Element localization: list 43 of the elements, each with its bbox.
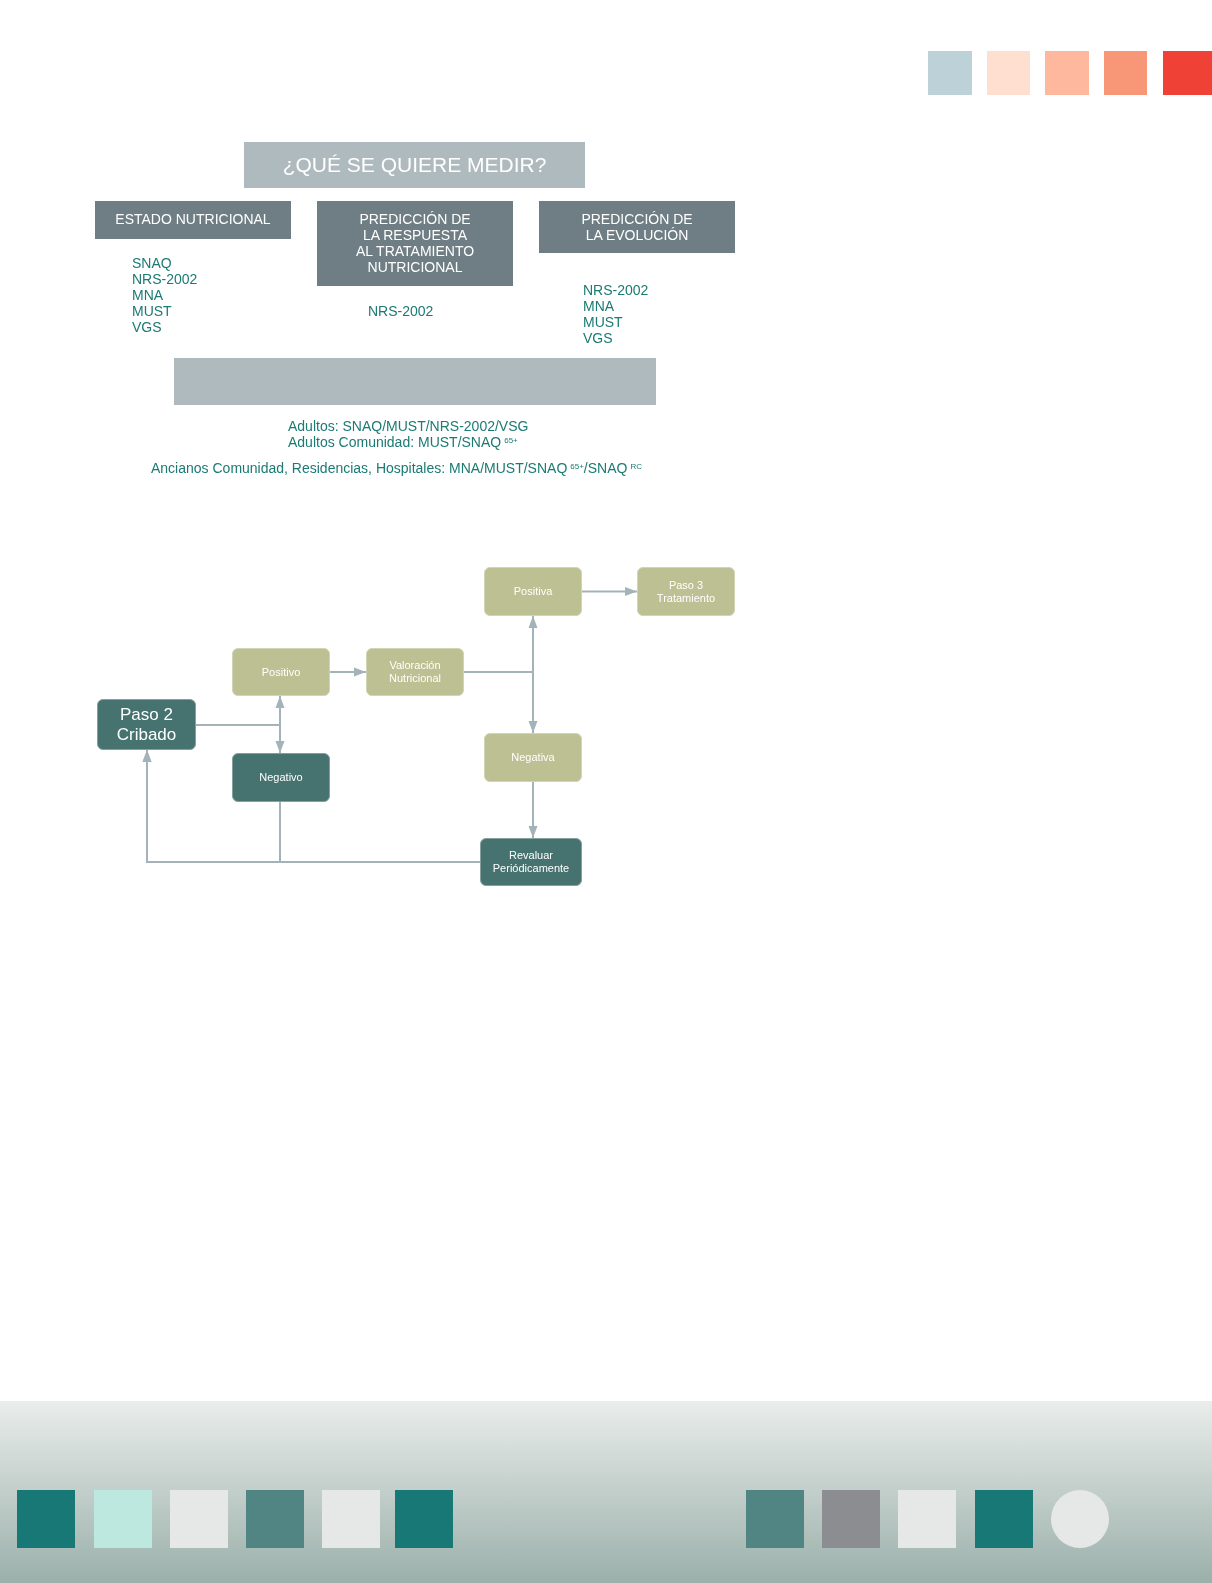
process-box	[480, 838, 582, 886]
tool-name: MNA	[132, 287, 164, 303]
process-box	[97, 699, 196, 750]
tool-name: MUST	[132, 303, 172, 319]
category-box	[317, 201, 513, 286]
tool-name: MUST	[583, 314, 623, 330]
arrow	[581, 587, 638, 596]
arrow	[329, 667, 367, 677]
box-label: Positiva	[513, 585, 553, 598]
population-note: Ancianos Comunidad, Residencias, Hospitales: MNA/MUST/SNAQ$^{65+}$/SNAQ$^{RC}$	[151, 460, 642, 476]
box-label: ESTADO NUTRICIONAL	[115, 211, 271, 227]
population-note: Adultos: SNAQ/MUST/NRS-2002/VSG	[288, 418, 529, 434]
tool-name: NRS-2002	[368, 303, 434, 319]
box-label: Valoración Nutricional	[388, 659, 442, 685]
category-box	[95, 201, 291, 239]
box-label: Negativa	[511, 751, 555, 764]
heading-text: ¿QUÉ SE QUIERE MEDIR?	[282, 153, 547, 177]
process-box	[232, 753, 330, 802]
box-label: Paso 3 Tratamiento	[655, 578, 717, 605]
heading-box	[244, 142, 585, 188]
tool-name: NRS-2002	[583, 282, 649, 298]
process-box	[484, 733, 582, 782]
process-box	[366, 648, 464, 696]
box-label: Revaluar Periódicamente	[491, 849, 571, 875]
arrow	[195, 724, 285, 754]
category-box	[539, 201, 735, 253]
box-label: PREDICCIÓN DE LA EVOLUCIÓN	[580, 211, 694, 243]
tool-name: SNAQ	[132, 255, 172, 271]
box-label: Positivo	[261, 665, 301, 679]
population-note: Adultos Comunidad: MUST/SNAQ$^{65+}$	[288, 434, 518, 450]
empty-bar	[174, 358, 656, 405]
arrow	[528, 781, 538, 839]
box-label: Paso 2 Cribado	[115, 704, 178, 745]
process-box	[232, 648, 330, 696]
box-label: PREDICCIÓN DE LA RESPUESTA AL TRATAMIENTO NUTRICIONAL	[354, 211, 476, 275]
tool-name: NRS-2002	[132, 271, 198, 287]
process-box	[637, 567, 735, 616]
process-box	[484, 567, 582, 616]
box-label: Negativo	[259, 771, 303, 784]
tool-name: MNA	[583, 298, 615, 314]
tool-name: VGS	[132, 319, 162, 335]
tool-name: VGS	[583, 330, 613, 346]
arrow	[463, 671, 538, 734]
